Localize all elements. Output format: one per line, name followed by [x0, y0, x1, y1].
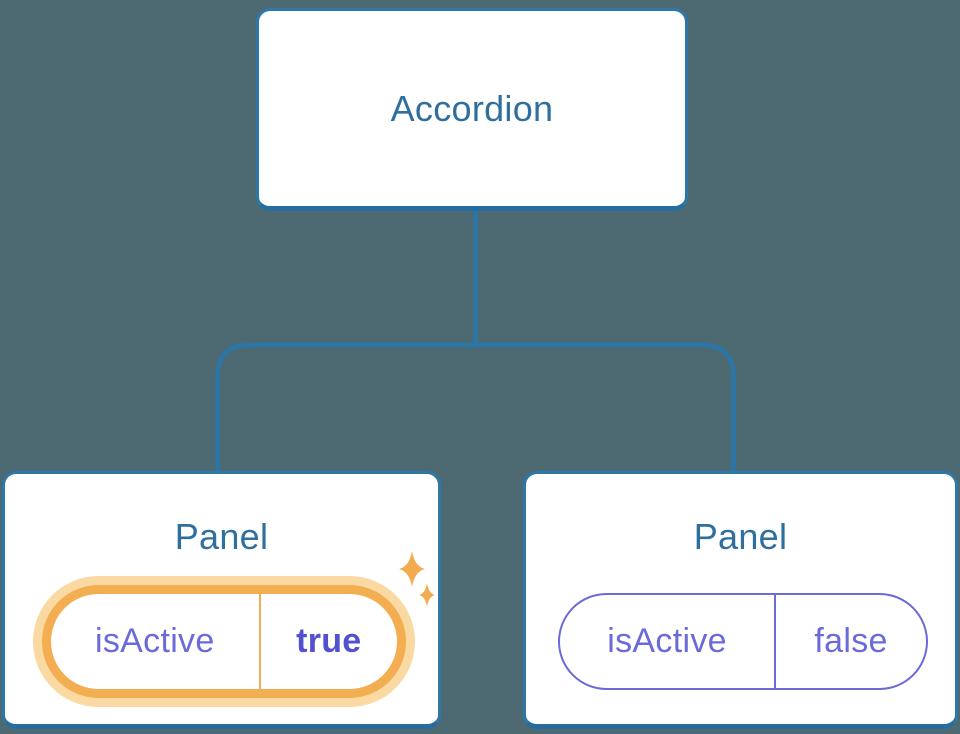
pill-divider: [258, 594, 261, 689]
state-key-label: isActive: [95, 622, 215, 660]
state-key-label: isActive: [607, 622, 727, 660]
panel-node-active: Panel isActive true: [2, 471, 441, 729]
state-value-label: true: [296, 622, 362, 660]
accordion-node: Accordion: [256, 8, 688, 211]
state-value-label: false: [814, 622, 888, 660]
panel-node-inactive: Panel isActive false: [523, 471, 958, 729]
panel-title: Panel: [693, 516, 788, 557]
sparkles-icon: [399, 551, 435, 607]
state-pill-active: isActive true: [42, 585, 406, 698]
pill-divider: [774, 595, 777, 688]
branch-bracket-line: [215, 342, 736, 472]
accordion-node-label: Accordion: [390, 87, 554, 129]
state-pill-inactive: isActive false: [558, 593, 928, 690]
panel-title: Panel: [174, 516, 269, 557]
